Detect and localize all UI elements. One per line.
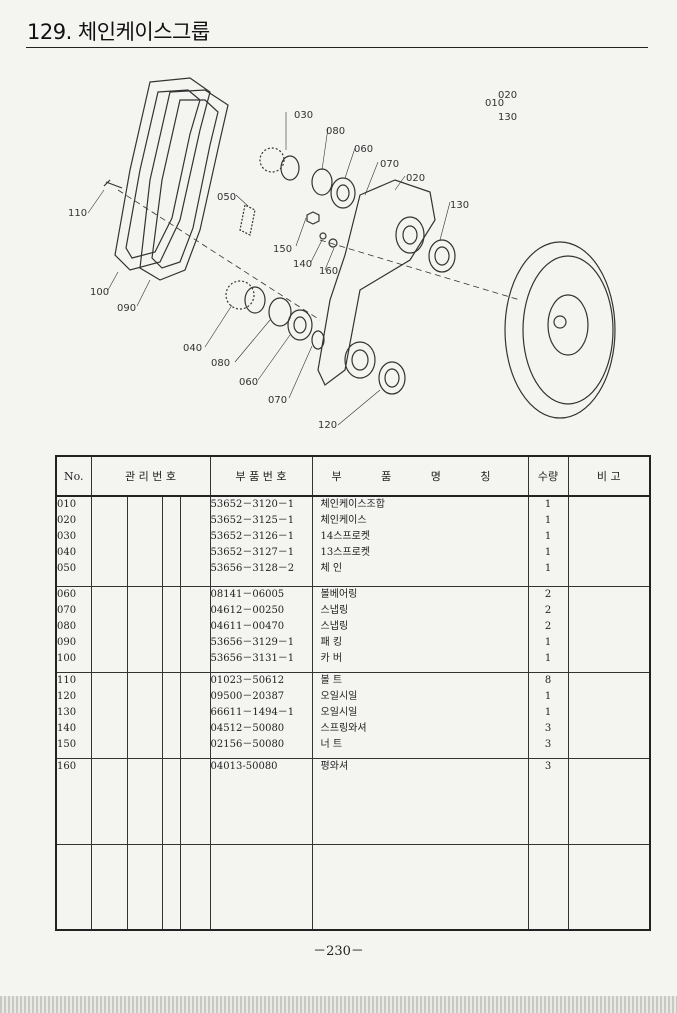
label-040: 040 (183, 343, 202, 354)
label-020-mid: 020 (406, 173, 425, 184)
label-080-bottom: 080 (211, 358, 230, 369)
label-120: 120 (318, 420, 337, 431)
table-header-row: No. 관 리 번 호 부 품 번 호 부 품 명 칭 수량 비 고 (55, 455, 651, 497)
label-010: 010 (485, 98, 504, 109)
part-no-cell: 04013-50080 (209, 757, 313, 845)
gasket-shape (139, 89, 229, 281)
no-cell: 160 (55, 757, 92, 845)
exploded-parts-diagram: 010 020 130 030 080 060 070 020 130 050 … (68, 77, 616, 431)
header-part-no: 부 품 번 호 (209, 455, 313, 497)
label-110: 110 (68, 208, 87, 219)
label-030: 030 (294, 110, 313, 121)
remark-cell (567, 495, 651, 587)
label-130-mid: 130 (450, 200, 469, 211)
remark-cell (567, 585, 651, 673)
label-070-top: 070 (380, 159, 399, 170)
label-140: 140 (293, 259, 312, 270)
flange-plate (504, 241, 616, 419)
page-number: －230－ (313, 944, 364, 959)
chain-case-020 (317, 179, 436, 386)
label-130-top: 130 (498, 112, 517, 123)
label-060-top: 060 (354, 144, 373, 155)
remark-cell (567, 757, 651, 845)
label-060-bottom: 060 (239, 377, 258, 388)
title-underline (26, 47, 648, 48)
page-title: 129. 체인케이스그룹 (27, 20, 210, 44)
table-row-empty (55, 843, 651, 931)
scan-edge-strip (0, 996, 677, 1013)
qty-cell: 3 (527, 757, 569, 845)
sprocket-040 (225, 280, 255, 310)
label-020-top: 020 (498, 90, 517, 101)
label-090: 090 (117, 303, 136, 314)
header-no: No. (55, 455, 92, 497)
sprocket-030 (259, 147, 285, 173)
part-name-cell: 평와셔 (311, 757, 529, 845)
chain-050 (239, 204, 256, 236)
label-150: 150 (273, 244, 292, 255)
label-160: 160 (319, 266, 338, 277)
label-100: 100 (90, 287, 109, 298)
cover-shape (114, 77, 211, 271)
label-070-bottom: 070 (268, 395, 287, 406)
table-row-group-4: 160 04013-50080 평와셔 3 (55, 757, 651, 845)
header-qty: 수량 (527, 455, 569, 497)
label-050: 050 (217, 192, 236, 203)
remark-cell (567, 671, 651, 759)
header-remark: 비 고 (567, 455, 651, 497)
label-080-top: 080 (326, 126, 345, 137)
header-mgmt-no: 관 리 번 호 (90, 455, 211, 497)
header-part-name: 부 품 명 칭 (311, 455, 529, 497)
